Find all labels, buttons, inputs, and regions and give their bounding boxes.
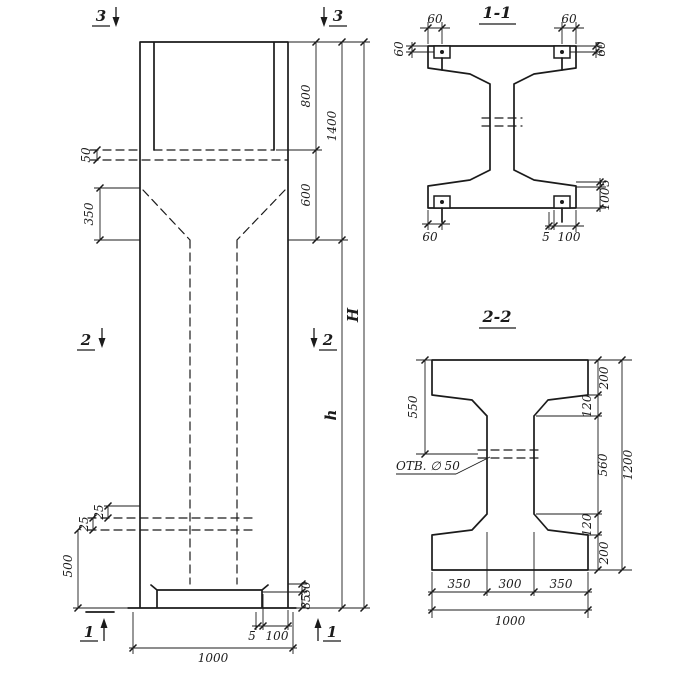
anchor-dot-icon bbox=[440, 200, 444, 204]
dim-100: 100 bbox=[266, 629, 289, 643]
section-1-1-title: 1-1 bbox=[483, 3, 512, 22]
dim-800: 800 bbox=[299, 84, 313, 107]
dim-60-top-right-h: 60 bbox=[561, 12, 577, 26]
section-2-2: 2-2 550 200 120 560 120 200 1200 350 300… bbox=[396, 307, 635, 628]
dim-5-bottom: 5 bbox=[542, 230, 550, 244]
dim-120-bottom: 120 bbox=[580, 513, 594, 536]
anchor-dot-icon bbox=[440, 50, 444, 54]
section-1-1: 1-1 60 60 60 60 60 5 100 5 100 bbox=[392, 3, 612, 244]
dim-300: 300 bbox=[499, 577, 522, 591]
dim-550: 550 bbox=[406, 395, 420, 418]
anchor-pins bbox=[441, 57, 563, 223]
elevation-view: 50 350 800 600 1400 H h 25 25 500 30 85 … bbox=[61, 7, 370, 665]
anchor-dot-icon bbox=[560, 200, 564, 204]
dim-350: 350 bbox=[82, 202, 96, 225]
dim-H: H bbox=[344, 307, 362, 323]
dim-1000: 1000 bbox=[198, 651, 229, 665]
arrow-up-icon bbox=[314, 618, 322, 628]
section-2-2-title: 2-2 bbox=[482, 307, 512, 326]
column-outline bbox=[127, 41, 297, 609]
dim-500: 500 bbox=[61, 554, 75, 577]
marker-1-left: 1 bbox=[84, 623, 94, 641]
dim-200-bottom: 200 bbox=[597, 541, 611, 565]
marker-1-right: 1 bbox=[327, 623, 337, 641]
arrow-down-icon bbox=[320, 17, 328, 27]
dim-60-top-left-v: 60 bbox=[392, 41, 406, 57]
dim-350-right: 350 bbox=[550, 577, 573, 591]
dim-25-lower: 25 bbox=[77, 516, 91, 532]
dim-85: 85 bbox=[299, 594, 313, 609]
marker-3-left: 3 bbox=[96, 7, 106, 25]
section-2-2-dim-ticks bbox=[420, 355, 627, 615]
dim-200-top: 200 bbox=[597, 366, 611, 390]
marker-2-right: 2 bbox=[322, 331, 333, 349]
marker-2-left: 2 bbox=[80, 331, 91, 349]
hole-note: ОТВ. ∅ 50 bbox=[396, 459, 460, 473]
section-2-2-hole-hidden bbox=[477, 449, 544, 459]
dim-350-left: 350 bbox=[448, 577, 471, 591]
marker-lines bbox=[77, 7, 347, 642]
dim-560: 560 bbox=[596, 453, 610, 476]
arrow-down-icon bbox=[310, 338, 318, 348]
arrow-up-icon bbox=[100, 618, 108, 628]
dim-60-bottom-left: 60 bbox=[422, 230, 438, 244]
marker-3-right: 3 bbox=[333, 7, 343, 25]
section-1-1-dim-ticks bbox=[407, 23, 605, 231]
dim-60-top-right-v: 60 bbox=[594, 41, 608, 57]
arrow-down-icon bbox=[98, 338, 106, 348]
dim-600: 600 bbox=[299, 183, 313, 206]
dim-5-right: 5 bbox=[598, 179, 612, 187]
dim-1400: 1400 bbox=[325, 110, 339, 141]
dim-30: 30 bbox=[299, 581, 313, 597]
dim-1200: 1200 bbox=[621, 449, 635, 480]
section-markers: 3 3 2 2 1 1 bbox=[77, 7, 347, 642]
dim-25-upper: 25 bbox=[92, 504, 106, 520]
section-1-1-outline bbox=[427, 45, 577, 209]
section-1-1-hole-hidden bbox=[481, 117, 523, 127]
column-hidden-edges bbox=[87, 149, 289, 585]
dim-100-right: 100 bbox=[598, 187, 612, 210]
dim-h: h bbox=[322, 410, 340, 421]
elevation-dim-ticks bbox=[73, 37, 369, 653]
section-1-1-dim-lines bbox=[406, 22, 606, 232]
dim-60-top-left-h: 60 bbox=[427, 12, 443, 26]
elevation-dim-lines bbox=[73, 41, 370, 654]
arrow-down-icon bbox=[112, 17, 120, 27]
anchor-dot-icon bbox=[560, 50, 564, 54]
dim-100-bottom: 100 bbox=[558, 230, 581, 244]
dim-5: 5 bbox=[248, 629, 256, 643]
dim-50: 50 bbox=[79, 147, 93, 163]
section-2-2-outline bbox=[431, 359, 589, 571]
dim-120-top: 120 bbox=[580, 394, 594, 417]
dim-1000-section: 1000 bbox=[495, 614, 526, 628]
